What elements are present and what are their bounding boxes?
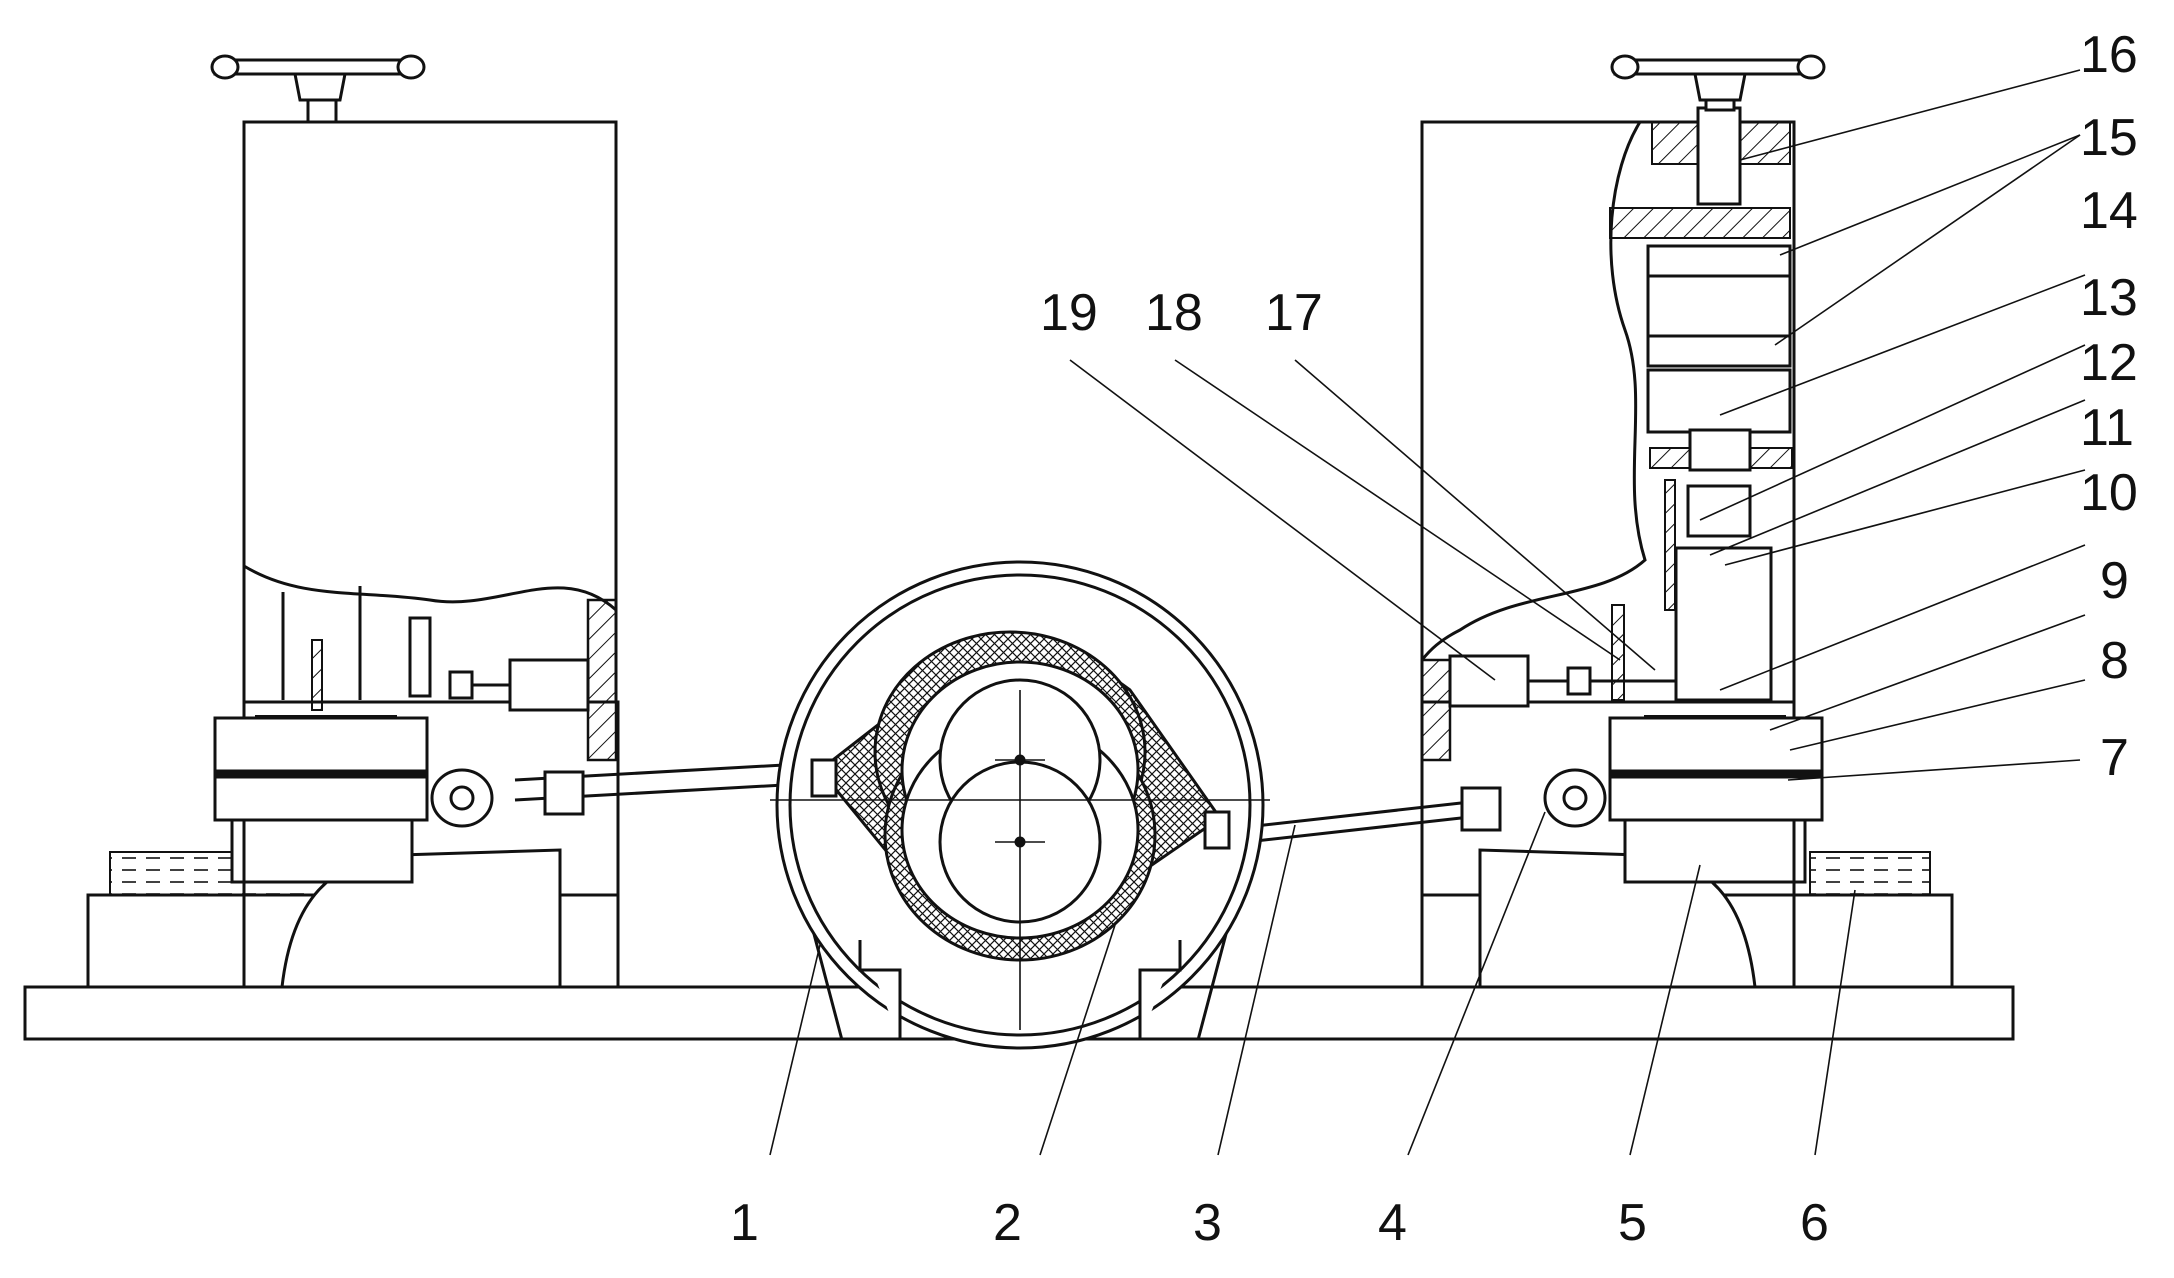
label-5: 5: [1618, 1194, 1647, 1252]
label-3: 3: [1193, 1194, 1222, 1252]
label-7: 7: [2100, 729, 2129, 787]
label-9: 9: [2100, 552, 2129, 610]
label-15: 15: [2080, 109, 2138, 167]
left-pedestal: [86, 818, 620, 989]
left-handwheel: [210, 54, 426, 124]
label-11: 11: [2080, 399, 2134, 457]
right-handwheel: [1610, 54, 1826, 112]
label-10: 10: [2080, 464, 2138, 522]
leader-lines: [769, 69, 2086, 1156]
callout-numbers: 1 2 3 4 5 6 7 8 9 10 11 12 13 14 15 16 1…: [730, 26, 2138, 1252]
label-4: 4: [1378, 1194, 1407, 1252]
label-8: 8: [2100, 632, 2129, 690]
label-13: 13: [2080, 269, 2138, 327]
label-1: 1: [730, 1194, 759, 1252]
label-6: 6: [1800, 1194, 1829, 1252]
right-tie-rod: [1219, 768, 1607, 847]
label-17: 17: [1265, 284, 1323, 342]
label-18: 18: [1145, 284, 1203, 342]
label-19: 19: [1040, 284, 1098, 342]
label-12: 12: [2080, 334, 2138, 392]
right-pedestal: [1420, 818, 1954, 989]
label-16: 16: [2080, 26, 2138, 84]
specimen-assembly: [770, 630, 1270, 1030]
label-2: 2: [993, 1194, 1022, 1252]
left-frame: [213, 120, 620, 989]
left-tie-rod: [430, 761, 821, 828]
label-14: 14: [2080, 182, 2138, 240]
right-frame: [1420, 106, 1824, 989]
